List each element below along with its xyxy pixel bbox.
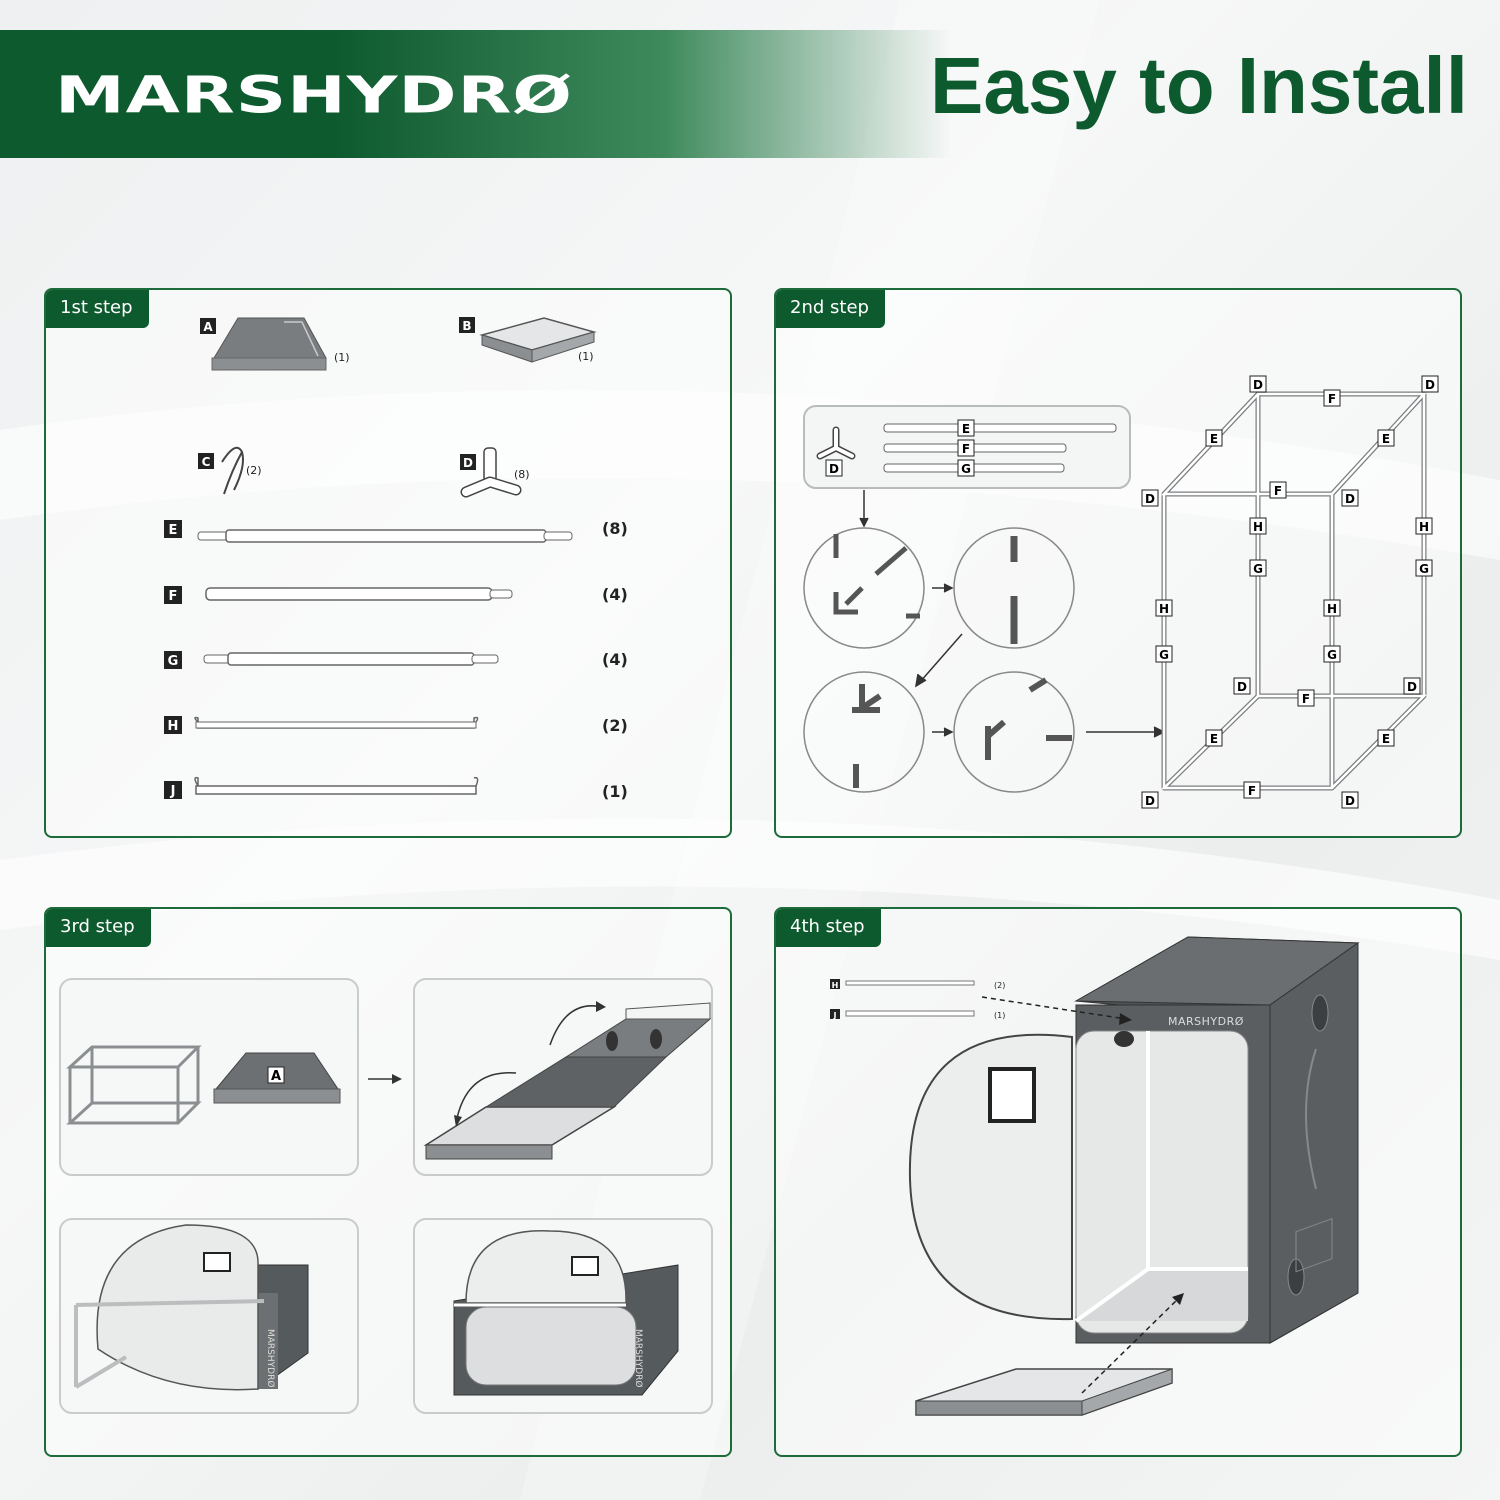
part-label-j: J [170,784,176,799]
part-label-d: D [463,456,473,470]
tray-label-a: A [271,1069,281,1084]
brand-logo: MARSHYDRØ [55,65,573,125]
part-c-hanger: C (2) [198,446,262,495]
frame-label-g: G [1327,648,1337,662]
frame-label-e: E [1210,732,1218,746]
frame-label-f: F [1328,392,1336,406]
step-4-panel: 4th step H (2) J (1) MA [774,907,1462,1457]
frame-label-h: H [1419,520,1429,534]
tent-open-card: MARSHYDRØ [59,1218,359,1414]
tent-brand-text: MARSHYDRØ [1168,1015,1244,1028]
frame-label-e: E [1382,432,1390,446]
part-label-e: E [169,523,178,538]
frame-label-e: E [1382,732,1390,746]
part-qty-j: (1) [602,782,628,801]
assembled-frame-inner [1160,392,1428,790]
frame-label-f: F [1248,784,1256,798]
floor-tray [915,1368,1173,1416]
legend-label-e: E [962,422,970,436]
pole-legend-card: D E F G [803,405,1131,489]
hanging-bar-install-diagram: H (2) J (1) MARSHYDRØ [830,936,1360,1416]
part-qty-g: (4) [602,650,628,669]
part-label-c: C [202,455,211,469]
frame-label-g: G [1253,562,1263,576]
frame-label-h: H [1159,602,1169,616]
install-arrows [981,996,1184,1394]
legend-label-d: D [829,462,839,476]
frame-label-g: G [1159,648,1169,662]
step-1-tag: 1st step [46,290,149,328]
tent-placement-diagram: A [59,978,713,1414]
part-j-hanging-bar: J (1) [164,776,628,801]
frame-label-g: G [1419,562,1429,576]
grow-tent: MARSHYDRØ [908,936,1360,1344]
frame-label-f: F [1274,484,1282,498]
part-label-f: F [169,589,178,604]
part-f-pole: F (4) [164,585,628,604]
part-a-mat: A (1) [200,317,350,371]
frame-label-h: H [1327,602,1337,616]
part-e-pole: E (8) [164,519,628,543]
part-qty-b: (1) [578,350,594,363]
part-label-b: B [462,319,471,333]
frame-label-d: D [1345,794,1355,808]
bar-qty-h: (2) [994,981,1005,990]
frame-label-h: H [1253,520,1263,534]
step-2-panel: 2nd step D E F G [774,288,1462,838]
part-d-connector: D (8) [460,447,530,498]
legend-label-g: G [961,462,971,476]
bar-label-j: J [833,1011,837,1020]
part-qty-a: (1) [334,351,350,364]
bar-label-h: H [832,981,839,990]
part-qty-f: (4) [602,585,628,604]
frame-label-d: D [1345,492,1355,506]
frame-and-mat-card: A [59,978,402,1176]
frame-label-d: D [1145,794,1155,808]
frame-label-e: E [1210,432,1218,446]
frame-label-d: D [1407,680,1417,694]
part-qty-d: (8) [514,468,530,481]
frame-assembly-diagram: D E F G [803,375,1439,809]
part-qty-h: (2) [602,716,628,735]
connector-detail-circles [803,490,1166,793]
frame-label-f: F [1302,692,1310,706]
step-3-panel: 3rd step A [44,907,732,1457]
part-g-pole: G (4) [164,650,628,669]
header-banner [0,30,950,158]
part-h-hanging-bar: H (2) [164,716,628,735]
frame-label-d: D [1425,378,1435,392]
part-label-h: H [168,719,179,734]
tent-brand-text: MARSHYDRØ [633,1329,644,1387]
part-label-a: A [203,320,213,334]
part-qty-e: (8) [602,519,628,538]
bar-qty-j: (1) [994,1011,1005,1020]
tent-brand-text: MARSHYDRØ [265,1329,276,1387]
unfold-tent-card [413,978,713,1176]
legend-label-f: F [962,442,970,456]
part-b-tray: B (1) [459,317,597,363]
step-2-tag: 2nd step [776,290,885,328]
frame-label-d: D [1145,492,1155,506]
part-label-g: G [168,654,179,669]
hanging-bars-legend: H (2) J (1) [830,979,1005,1020]
page-title: Easy to Install [930,41,1468,130]
frame-label-d: D [1253,378,1263,392]
step-3-tag: 3rd step [46,909,151,947]
frame-labels: D D F E E D D F H G H G H G H G D D F E … [1141,375,1439,809]
step-4-tag: 4th step [776,909,881,947]
tent-closed-card: MARSHYDRØ [413,1218,713,1414]
step-1-panel: 1st step A (1) B (1) C (2) [44,288,732,838]
part-qty-c: (2) [246,464,262,477]
parts-list-diagram: A (1) B (1) C (2) D (8 [164,317,628,801]
frame-label-d: D [1237,680,1247,694]
